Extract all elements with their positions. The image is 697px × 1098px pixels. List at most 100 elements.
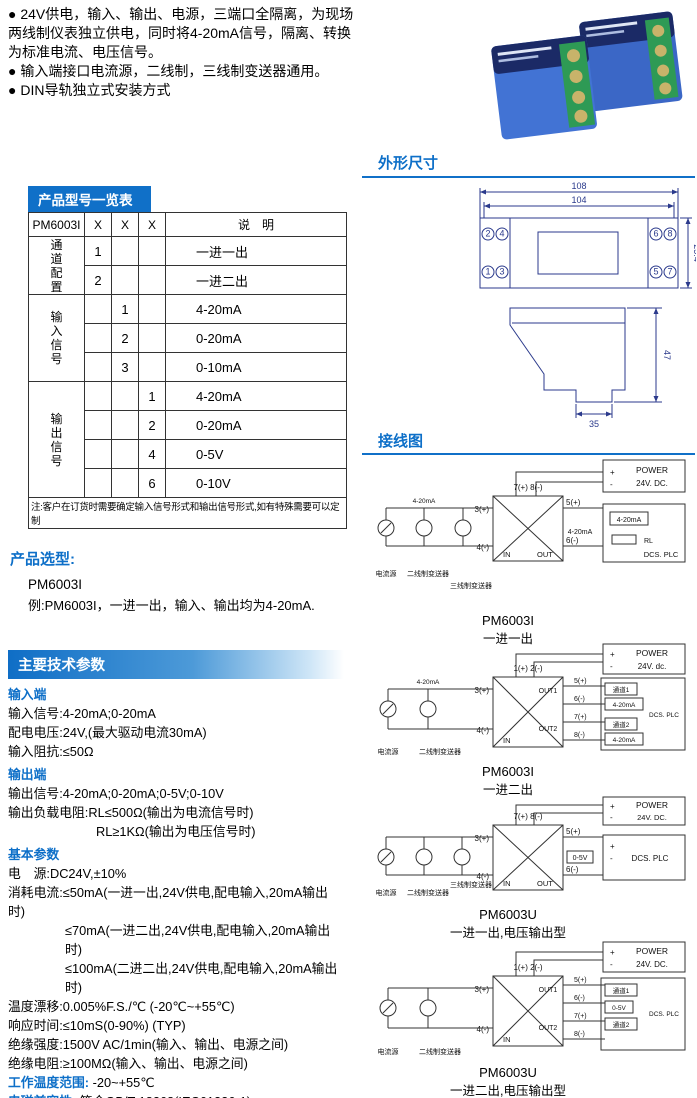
out-label: OUT bbox=[537, 550, 553, 559]
code-cell: 6 bbox=[138, 468, 166, 498]
wiring-diagram-4: + - POWER 24V. DC. 1(+) 2(-) 3(+) 4(-) I… bbox=[358, 938, 693, 1098]
diagram-caption: PM6003I 一进一出 bbox=[358, 613, 658, 647]
minus-mark: - bbox=[610, 960, 613, 969]
terminal-label: 3(+) bbox=[475, 505, 490, 514]
dim-height: 47 bbox=[662, 350, 672, 360]
dcs-label: DCS. PLC bbox=[649, 1011, 679, 1018]
cell bbox=[111, 468, 139, 498]
feature-item: ● DIN导轨独立式安装方式 bbox=[8, 82, 171, 98]
cell bbox=[138, 236, 166, 266]
spec-line: 工作温度范围: -20~+55℃ bbox=[8, 1075, 155, 1090]
power-voltage: 24V. DC. bbox=[636, 960, 668, 969]
x-header: X bbox=[84, 212, 112, 237]
spec-line: RL≥1KΩ(输出为电压信号时) bbox=[96, 824, 256, 839]
out2-label: OUT2 bbox=[539, 1025, 558, 1032]
power-voltage: 24V. dc. bbox=[638, 662, 667, 671]
table-row: 4 0-5V bbox=[29, 439, 347, 469]
plus-mark: + bbox=[610, 842, 615, 851]
spec-line: 温度漂移:0.005%F.S./℃ (-20℃~+55℃) bbox=[8, 999, 235, 1014]
cell bbox=[138, 352, 166, 382]
terminal-label: 7(+) 8(-) bbox=[513, 483, 542, 492]
out-label: OUT bbox=[537, 879, 553, 888]
terminal-number: 8 bbox=[667, 229, 672, 239]
sensor-label: 电流源 bbox=[378, 747, 399, 756]
table-note-row: 注:客户在订货时需要确定输入信号形式和输出信号形式,如有特殊需要可以定制 bbox=[28, 497, 347, 529]
sensor-label: 三线制变送器 bbox=[450, 581, 492, 590]
signal-label: 4-20mA bbox=[613, 702, 636, 709]
terminal-label: 7(+) 8(-) bbox=[513, 812, 542, 821]
x-header: X bbox=[138, 212, 166, 237]
minus-mark: - bbox=[610, 662, 613, 671]
wiring-diagram-3: + - POWER 24V. DC. 7(+) 8(-) 3(+) 4(-) 5… bbox=[358, 795, 693, 941]
diagram-model: PM6003I bbox=[481, 613, 535, 628]
output-heading: 输出端 bbox=[8, 767, 47, 782]
spec-line: 绝缘电阻:≥100MΩ(输入、输出、电源之间) bbox=[8, 1056, 248, 1071]
feature-list: ● 24V供电，输入、输出、电源，三端口全隔离，为现场两线制仪表独立供电，同时将… bbox=[8, 5, 360, 100]
terminal-label: 3(+) bbox=[475, 686, 490, 695]
wiring-diagram-2-svg: + - POWER 24V. dc. 1(+) 2(-) 3(+) 4(-) I… bbox=[378, 643, 686, 756]
dcs-label: DCS. PLC bbox=[632, 854, 669, 863]
cell bbox=[111, 236, 139, 266]
cell bbox=[84, 439, 112, 469]
terminal-label: 6(-) bbox=[566, 536, 579, 545]
sensor-signal-label: 4-20mA bbox=[417, 679, 440, 686]
desc-cell: 4-20mA bbox=[165, 294, 347, 324]
selection-model: PM6003I bbox=[28, 577, 83, 592]
terminal-number: 5 bbox=[653, 267, 658, 277]
terminal-label: 8(-) bbox=[574, 732, 585, 739]
plus-mark: + bbox=[610, 802, 615, 811]
section-divider bbox=[362, 176, 695, 178]
feature-item: ● 输入端接口电流源，二线制，三线制变送器通用。 bbox=[8, 63, 329, 79]
power-label: POWER bbox=[636, 946, 668, 956]
selection-section: 产品选型: PM6003I 例:PM6003I，一进一出，输入、输出均为4-20… bbox=[10, 548, 315, 614]
terminal-label: 4(-) bbox=[477, 543, 490, 552]
in-label: IN bbox=[503, 1035, 511, 1044]
terminal-label: 1(+) 2(-) bbox=[513, 664, 542, 673]
spec-line: 输出信号:4-20mA;0-20mA;0-5V;0-10V bbox=[8, 786, 224, 801]
power-voltage: 24V. DC. bbox=[637, 813, 667, 822]
dim-depth: 25.4 bbox=[692, 244, 696, 262]
code-cell: 4 bbox=[138, 439, 166, 469]
desc-cell: 0-5V bbox=[165, 439, 347, 469]
cell bbox=[138, 323, 166, 353]
in-label: IN bbox=[503, 550, 511, 559]
table-row: 6 0-10V bbox=[29, 468, 347, 498]
sensor-label: 二线制变送器 bbox=[419, 1047, 461, 1056]
terminal-label: 6(-) bbox=[566, 865, 579, 874]
diagram-subtitle: 一进一出 bbox=[482, 632, 533, 646]
cell bbox=[138, 265, 166, 295]
dim-104: 104 bbox=[571, 195, 586, 205]
terminal-number: 6 bbox=[653, 229, 658, 239]
terminal-number: 1 bbox=[485, 267, 490, 277]
channel-label: 通道2 bbox=[613, 720, 630, 729]
group-label-cell: 输入信号 bbox=[28, 294, 85, 382]
diagram-model: PM6003U bbox=[479, 1065, 537, 1080]
diagram-caption: PM6003U 一进一出,电压输出型 bbox=[358, 907, 658, 941]
terminal-label: 7(+) bbox=[574, 1013, 587, 1020]
spec-line: 配电电压:24V,(最大驱动电流30mA) bbox=[8, 725, 207, 740]
group-label-cell: 输出信号 bbox=[28, 381, 85, 498]
spec-line: 绝缘强度:1500V AC/1min(输入、输出、电源之间) bbox=[8, 1037, 289, 1052]
diagram-subtitle: 一进一出,电压输出型 bbox=[450, 926, 566, 940]
table-note: 注:客户在订货时需要确定输入信号形式和输出信号形式,如有特殊需要可以定制 bbox=[28, 497, 347, 529]
diagram-model: PM6003U bbox=[479, 907, 537, 922]
plus-mark: + bbox=[610, 468, 615, 477]
model-header: PM6003I bbox=[28, 212, 85, 237]
desc-cell: 一进一出 bbox=[165, 236, 347, 266]
wiring-diagram-4-svg: + - POWER 24V. DC. 1(+) 2(-) 3(+) 4(-) I… bbox=[378, 941, 686, 1056]
terminal-label: 4(-) bbox=[477, 872, 490, 881]
terminal-label: 7(+) bbox=[574, 714, 587, 721]
feature-item: ● 24V供电，输入、输出、电源，三端口全隔离，为现场两线制仪表独立供电，同时将… bbox=[8, 6, 354, 60]
terminal-label: 3(+) bbox=[475, 834, 490, 843]
spec-line: 输入信号:4-20mA;0-20mA bbox=[8, 706, 156, 721]
terminal-label: 4(-) bbox=[477, 726, 490, 735]
dimension-drawing: 108 104 2 4 1 3 6 8 5 7 25.4 bbox=[360, 180, 697, 437]
sensor-label: 二线制变送器 bbox=[407, 888, 449, 897]
desc-header: 说 明 bbox=[165, 212, 347, 237]
channel-label: 通道2 bbox=[613, 1020, 630, 1029]
input-heading: 输入端 bbox=[8, 687, 47, 702]
power-label: POWER bbox=[636, 800, 668, 810]
terminal-label: 6(-) bbox=[574, 995, 585, 1002]
sensor-label: 电流源 bbox=[376, 888, 397, 897]
load-label: RL bbox=[644, 538, 653, 545]
